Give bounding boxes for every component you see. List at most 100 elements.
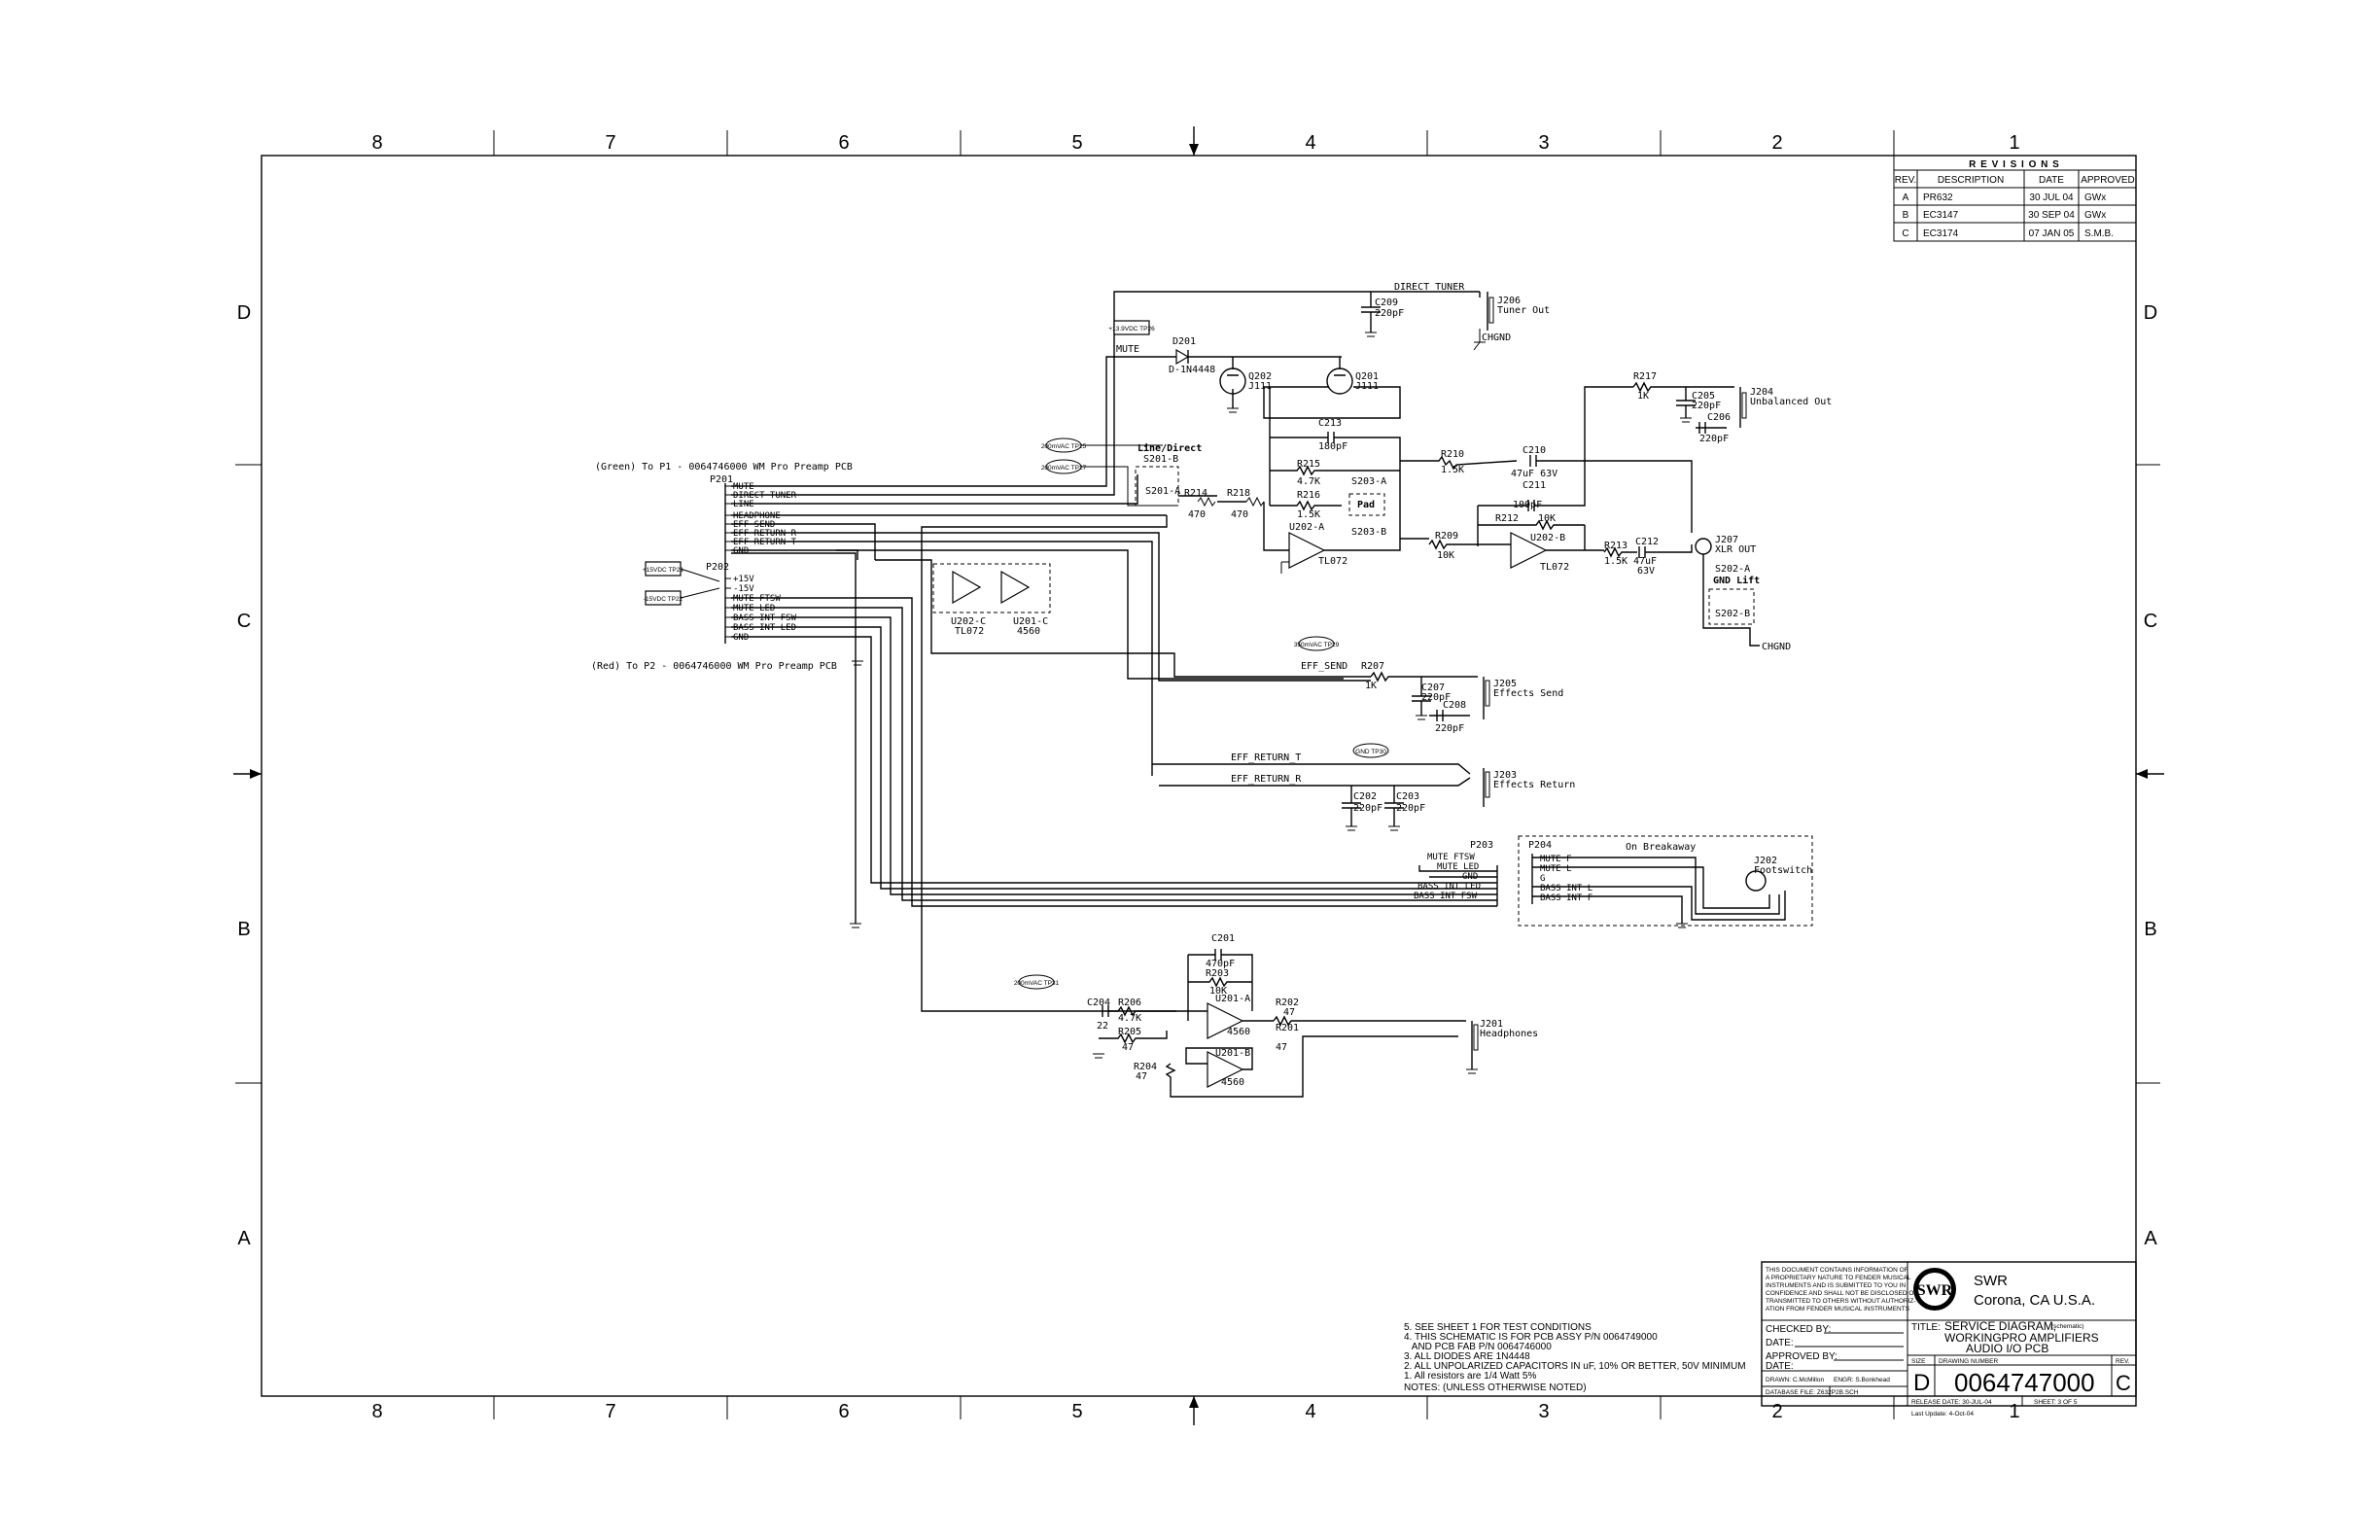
p203-pin-mute-led: MUTE LED (1437, 862, 1479, 872)
zone-row-d-right: D (2144, 302, 2157, 324)
s203a-label: S203-A (1351, 476, 1386, 487)
u201c-label: U201-C (1013, 616, 1048, 627)
p204-label: P204 (1528, 840, 1552, 851)
eff-ret-t-net: EFF_RETURN_T (1231, 752, 1301, 763)
title-block: THIS DOCUMENT CONTAINS INFORMATION OF A … (1761, 1261, 2137, 1418)
j201-desc: Headphones (1480, 1029, 1538, 1039)
rev-header-description: DESCRIPTION (1938, 175, 2004, 186)
c205-value: 220pF (1692, 401, 1721, 411)
tp26-label: +13.9VDC TP26 (1108, 326, 1155, 332)
p202-label: P202 (706, 562, 729, 573)
q201-label: Q201 (1355, 371, 1379, 382)
p204-pin-bass-int-l: BASS INT L (1540, 884, 1592, 893)
chgnd-xlr: CHGND (1762, 642, 1791, 652)
p201-label: P201 (710, 474, 733, 485)
zone-col-2: 2 (1771, 132, 1782, 154)
eff-send-net: EFF_SEND (1301, 661, 1348, 672)
p201-pin-direct-tuner: DIRECT TUNER (733, 491, 797, 501)
xlr-out-section: J207 XLR OUT S202-A GND Lift S202-B CHGN… (1585, 460, 1791, 652)
r217-label: R217 (1633, 371, 1657, 382)
confidential-line-2: A PROPRIETARY NATURE TO FENDER MUSICAL (1766, 1275, 1911, 1281)
rev-b-approved: GWx (2084, 210, 2106, 221)
c206-value: 220pF (1699, 434, 1729, 444)
u201b-value: 4560 (1221, 1077, 1244, 1088)
r214-label: R214 (1184, 488, 1208, 499)
j201-label: J201 (1480, 1019, 1503, 1030)
line-direct-section: 200mVAC TP25 200mVAC TP27 Line/Direct S2… (1041, 438, 1289, 551)
p203-pin-mute-ftsw: MUTE FTSW (1427, 853, 1475, 862)
u201a-label: U201-A (1215, 994, 1250, 1004)
last-update: Last Update: 4-Oct-04 (1911, 1411, 1974, 1418)
r213-label: R213 (1604, 541, 1628, 551)
p202-pin-mute-ftsw: MUTE FTSW (733, 594, 781, 604)
r210-value: 1.5K (1441, 465, 1464, 475)
rev-c-approved: S.M.B. (2084, 228, 2114, 239)
note-4b: AND PCB FAB P/N 0064746000 (1404, 1342, 1552, 1352)
rev-header-rev: REV. (1895, 175, 1916, 186)
j204-desc: Unbalanced Out (1750, 397, 1832, 407)
title-line-1: SERVICE DIAGRAM, (1944, 1319, 2056, 1333)
p201-pin-eff-send: EFF SEND (733, 520, 775, 530)
footswitch-section: P203 MUTE FTSW MUTE LED GND BASS INT LED… (1414, 835, 1813, 927)
r215-label: R215 (1297, 459, 1320, 470)
c203-value: 220pF (1396, 803, 1425, 814)
r218-label: R218 (1227, 488, 1250, 499)
breakaway-label: On Breakaway (1626, 842, 1696, 853)
c204-value: 22 (1097, 1021, 1108, 1032)
u202b-label: U202-B (1530, 533, 1565, 543)
rev-a-date: 30 JUL 04 (2029, 192, 2074, 203)
s201a-label: S201-A (1145, 486, 1180, 497)
rev-a-desc: PR632 (1923, 192, 1953, 203)
rev-b-letter: B (1903, 210, 1909, 221)
zone-col-3: 3 (1538, 132, 1549, 154)
confidential-line-5: TRANSMITTED TO OTHERS WITHOUT AUTHORIZ- (1766, 1298, 1916, 1305)
s202b-label: S202-B (1715, 609, 1750, 619)
c205-label: C205 (1692, 391, 1715, 402)
p202-pin-minus15v: -15V (733, 584, 754, 594)
rev-a-approved: GWx (2084, 192, 2106, 203)
c211-value: 100pF (1513, 500, 1542, 510)
size-label: SIZE (1911, 1358, 1926, 1365)
c207-label: C207 (1421, 682, 1445, 693)
date2-label: DATE: (1766, 1361, 1794, 1372)
j206-label: J206 (1497, 296, 1521, 306)
r202-value: 47 (1283, 1007, 1295, 1018)
confidential-line-1: THIS DOCUMENT CONTAINS INFORMATION OF (1766, 1267, 1908, 1274)
c213-label: C213 (1318, 418, 1342, 429)
p202-note: (Red) To P2 - 0064746000 WM Pro Preamp P… (591, 661, 837, 672)
zone-col-1-bottom: 1 (2009, 1401, 2019, 1422)
tuner-out-section: DIRECT_TUNER C209 220pF J206 Tuner Out C… (1361, 282, 1550, 343)
tp31-label: 200mVAC TP31 (1014, 980, 1060, 987)
title-line-2: WORKINGPRO AMPLIFIERS (1944, 1331, 2099, 1345)
rev-a-letter: A (1903, 192, 1909, 203)
engineer: ENGR: S.Bonkhead (1834, 1377, 1890, 1383)
p202-pin-plus15v: +15V (733, 575, 754, 584)
zone-row-b: B (237, 919, 250, 940)
r201-value: 47 (1276, 1042, 1287, 1053)
zone-row-a: A (237, 1228, 251, 1249)
r207-label: R207 (1361, 661, 1384, 672)
q202-value: J111 (1248, 381, 1272, 392)
u201b-label: U201-B (1215, 1048, 1250, 1059)
u201c-value: 4560 (1017, 626, 1040, 637)
effects-send-section: 350mVAC TP29 EFF_SEND R207 1K C207 220pF… (1294, 636, 1563, 734)
p202-pin-gnd: GND (733, 633, 749, 643)
c209-label: C209 (1375, 298, 1398, 308)
confidential-line-4: CONFIDENCE AND SHALL NOT BE DISCLOSED OR (1766, 1290, 1918, 1297)
company-location: Corona, CA U.S.A. (1974, 1292, 2095, 1309)
title-line-3: AUDIO I/O PCB (1966, 1342, 2048, 1355)
p203-pin-bass-int-fsw: BASS INT FSW (1414, 892, 1478, 901)
rev-c-date: 07 JAN 05 (2029, 228, 2075, 239)
r215-value: 4.7K (1297, 476, 1320, 487)
p201-pin-line: LINE (733, 500, 754, 509)
j202-label: J202 (1754, 856, 1777, 866)
r203-label: R203 (1206, 968, 1229, 979)
note-3: 3. ALL DIODES ARE 1N4448 (1404, 1351, 1530, 1362)
p201-note: (Green) To P1 - 0064746000 WM Pro Preamp… (595, 462, 853, 472)
p201-pin-eff-return-r: EFF RETURN R (733, 529, 797, 539)
eff-ret-r-net: EFF_RETURN_R (1231, 774, 1302, 785)
r217-value: 1K (1637, 391, 1649, 402)
zone-row-c-right: C (2144, 611, 2157, 632)
zone-col-3-bottom: 3 (1538, 1401, 1549, 1422)
zone-row-c: C (237, 611, 251, 632)
